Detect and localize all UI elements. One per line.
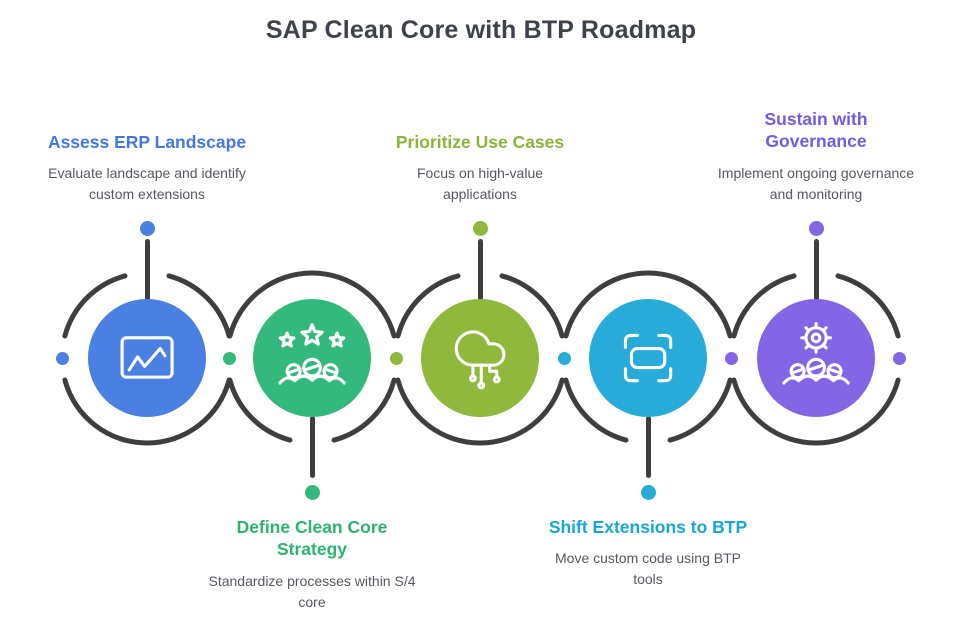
step-1-ring [62, 273, 232, 446]
cloud-circuit-icon [454, 330, 506, 390]
step-2-description: Standardize processes within S/4 core [208, 572, 416, 610]
step-5-connector-line [813, 239, 819, 301]
step-2-connector-dot [302, 482, 322, 502]
step-5-node [731, 273, 901, 446]
step-3-connector-dot [470, 218, 490, 238]
step-4-text-block: Shift Extensions to BTP Move custom code… [528, 516, 768, 590]
step-3-circle [421, 299, 539, 417]
screen-frame-icon [623, 333, 673, 383]
step-2-node [227, 270, 397, 443]
team-rating-icon [278, 323, 346, 385]
axis-dot-4-5 [725, 351, 738, 365]
step-3-description: Focus on high-value applications [416, 165, 544, 203]
step-3-connector-line [477, 239, 483, 301]
step-1-heading: Assess ERP Landscape [47, 132, 247, 152]
step-1-circle [88, 299, 206, 417]
step-5-description: Implement ongoing governance and monitor… [717, 164, 915, 202]
gear-team-icon [782, 322, 850, 385]
step-4-description: Move custom code using BTP tools [555, 550, 741, 588]
step-5-heading: Sustain with Governance [764, 109, 868, 152]
page-title: SAP Clean Core with BTP Roadmap [265, 16, 697, 44]
step-4-heading: Shift Extensions to BTP [548, 517, 748, 537]
step-1-connector-dot [137, 218, 157, 238]
step-5-ring [731, 273, 901, 446]
line-chart-icon [120, 336, 174, 379]
axis-dot-2-3 [389, 351, 403, 365]
step-4-circle [589, 299, 707, 417]
step-3-text-block: Prioritize Use Cases Focus on high-value… [370, 131, 590, 205]
step-1-connector-line [144, 239, 150, 301]
step-3-heading: Prioritize Use Cases [395, 132, 565, 152]
step-2-text-block: Define Clean Core Strategy Standardize p… [202, 516, 422, 613]
axis-dot-left [55, 351, 69, 365]
step-4-ring [563, 270, 733, 443]
step-2-ring [227, 270, 397, 443]
step-2-heading: Define Clean Core Strategy [236, 517, 388, 560]
step-1-text-block: Assess ERP Landscape Evaluate landscape … [27, 131, 267, 205]
step-2-connector-line [309, 416, 315, 478]
step-1-description: Evaluate landscape and identify custom e… [48, 165, 246, 203]
step-5-text-block: Sustain with Governance Implement ongoin… [706, 108, 926, 205]
step-5-connector-dot [806, 218, 826, 238]
step-4-connector-dot [638, 482, 658, 502]
step-3-ring [395, 273, 565, 446]
step-3-node [395, 273, 565, 446]
step-4-connector-line [645, 416, 651, 478]
axis-dot-3-4 [557, 351, 571, 365]
step-1-node [62, 273, 232, 446]
axis-dot-1-2 [223, 351, 236, 365]
axis-dot-right [892, 351, 906, 365]
step-4-node [563, 270, 733, 443]
